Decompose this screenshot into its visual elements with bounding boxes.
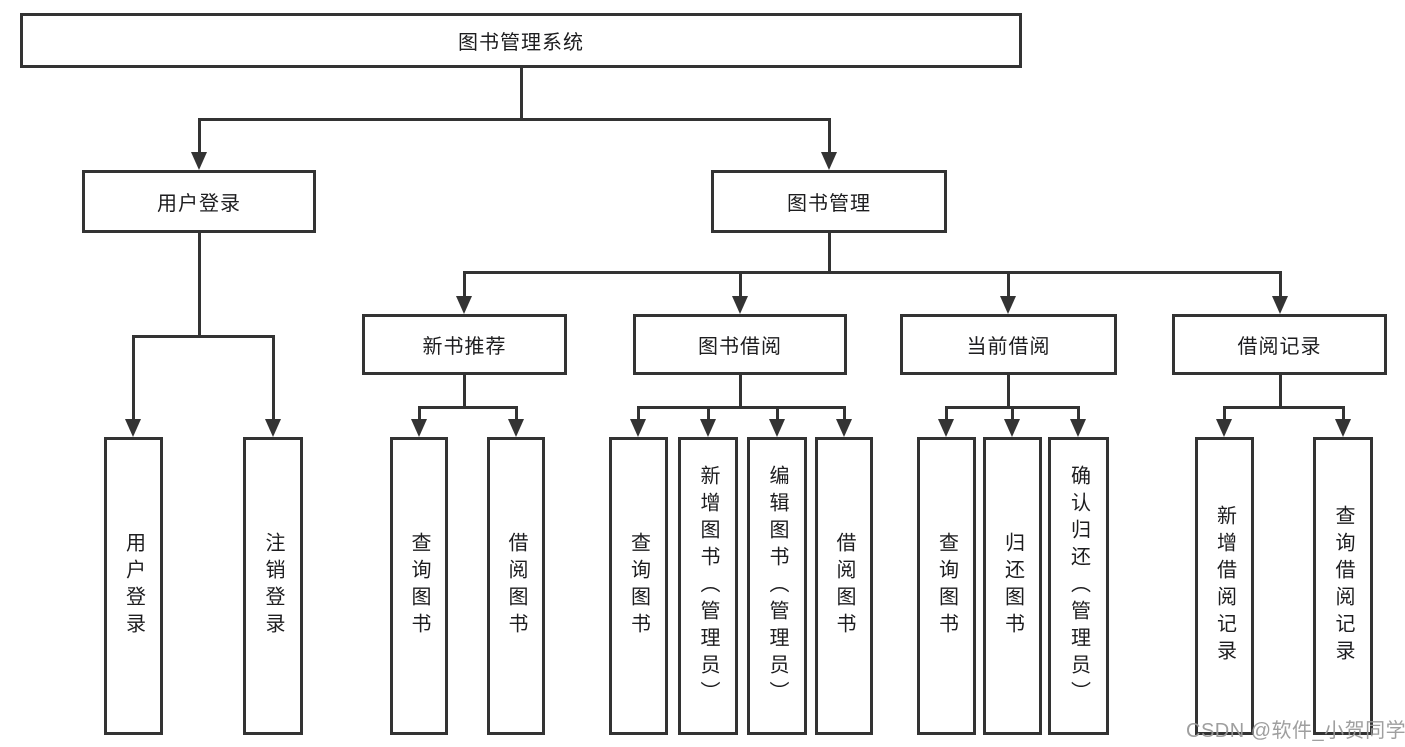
connector-drop-line (738, 271, 742, 298)
connector-rail-line (462, 271, 1282, 274)
leaf-current-query-books: 查询图书 (917, 437, 976, 735)
connector-trunk-line (197, 233, 201, 338)
connector-drop-line (1076, 406, 1080, 421)
arrowhead-down-icon (1070, 419, 1086, 437)
arrowhead-down-icon (191, 152, 207, 170)
connector-drop-line (775, 406, 779, 421)
leaf-recommend-borrow-books: 借阅图书 (487, 437, 545, 735)
arrowhead-down-icon (700, 419, 716, 437)
connector-trunk-line (827, 233, 831, 274)
connector-drop-line (1010, 406, 1014, 421)
arrowhead-down-icon (456, 296, 472, 314)
connector-drop-line (271, 335, 275, 421)
connector-rail-line (1222, 406, 1345, 409)
connector-drop-line (1222, 406, 1226, 421)
arrowhead-down-icon (1004, 419, 1020, 437)
node-current-borrowing: 当前借阅 (900, 314, 1117, 375)
connector-drop-line (131, 335, 135, 421)
connector-drop-line (514, 406, 518, 421)
watermark: CSDN @软件_小贺同学 (1186, 720, 1405, 742)
connector-drop-line (1278, 271, 1282, 298)
connector-drop-line (1341, 406, 1345, 421)
arrowhead-down-icon (836, 419, 852, 437)
node-book-borrowing: 图书借阅 (633, 314, 847, 375)
leaf-add-books-admin: 新增图书（管理员） (678, 437, 738, 735)
connector-drop-line (417, 406, 421, 421)
arrowhead-down-icon (630, 419, 646, 437)
connector-rail-line (417, 406, 518, 409)
connector-drop-line (1006, 271, 1010, 298)
arrowhead-down-icon (508, 419, 524, 437)
leaf-borrow-books: 借阅图书 (815, 437, 873, 735)
leaf-user-login: 用户登录 (104, 437, 163, 735)
connector-drop-line (636, 406, 640, 421)
node-user-login: 用户登录 (82, 170, 316, 233)
arrowhead-down-icon (1272, 296, 1288, 314)
arrowhead-down-icon (1335, 419, 1351, 437)
leaf-confirm-return-admin: 确认归还（管理员） (1048, 437, 1109, 735)
arrowhead-down-icon (1216, 419, 1232, 437)
leaf-edit-books-admin: 编辑图书（管理员） (747, 437, 807, 735)
connector-drop-line (706, 406, 710, 421)
arrowhead-down-icon (125, 419, 141, 437)
connector-rail-line (197, 118, 831, 121)
node-new-book-recommendation: 新书推荐 (362, 314, 567, 375)
node-book-management: 图书管理 (711, 170, 947, 233)
arrowhead-down-icon (769, 419, 785, 437)
leaf-logout: 注销登录 (243, 437, 303, 735)
arrowhead-down-icon (732, 296, 748, 314)
arrowhead-down-icon (938, 419, 954, 437)
node-borrowing-records: 借阅记录 (1172, 314, 1387, 375)
connector-trunk-line (462, 375, 466, 409)
leaf-recommend-query-books: 查询图书 (390, 437, 448, 735)
connector-drop-line (827, 118, 831, 154)
connector-trunk-line (519, 68, 523, 121)
connector-drop-line (197, 118, 201, 154)
connector-trunk-line (738, 375, 742, 409)
connector-trunk-line (1278, 375, 1282, 409)
connector-rail-line (636, 406, 846, 409)
connector-drop-line (944, 406, 948, 421)
arrowhead-down-icon (1000, 296, 1016, 314)
connector-trunk-line (1006, 375, 1010, 409)
leaf-add-borrow-record: 新增借阅记录 (1195, 437, 1254, 735)
connector-rail-line (131, 335, 275, 338)
leaf-borrowing-query-books: 查询图书 (609, 437, 668, 735)
leaf-query-borrow-record: 查询借阅记录 (1313, 437, 1373, 735)
arrowhead-down-icon (265, 419, 281, 437)
arrowhead-down-icon (821, 152, 837, 170)
arrowhead-down-icon (411, 419, 427, 437)
connector-drop-line (462, 271, 466, 298)
node-root-system: 图书管理系统 (20, 13, 1022, 68)
leaf-return-books: 归还图书 (983, 437, 1042, 735)
connector-drop-line (842, 406, 846, 421)
